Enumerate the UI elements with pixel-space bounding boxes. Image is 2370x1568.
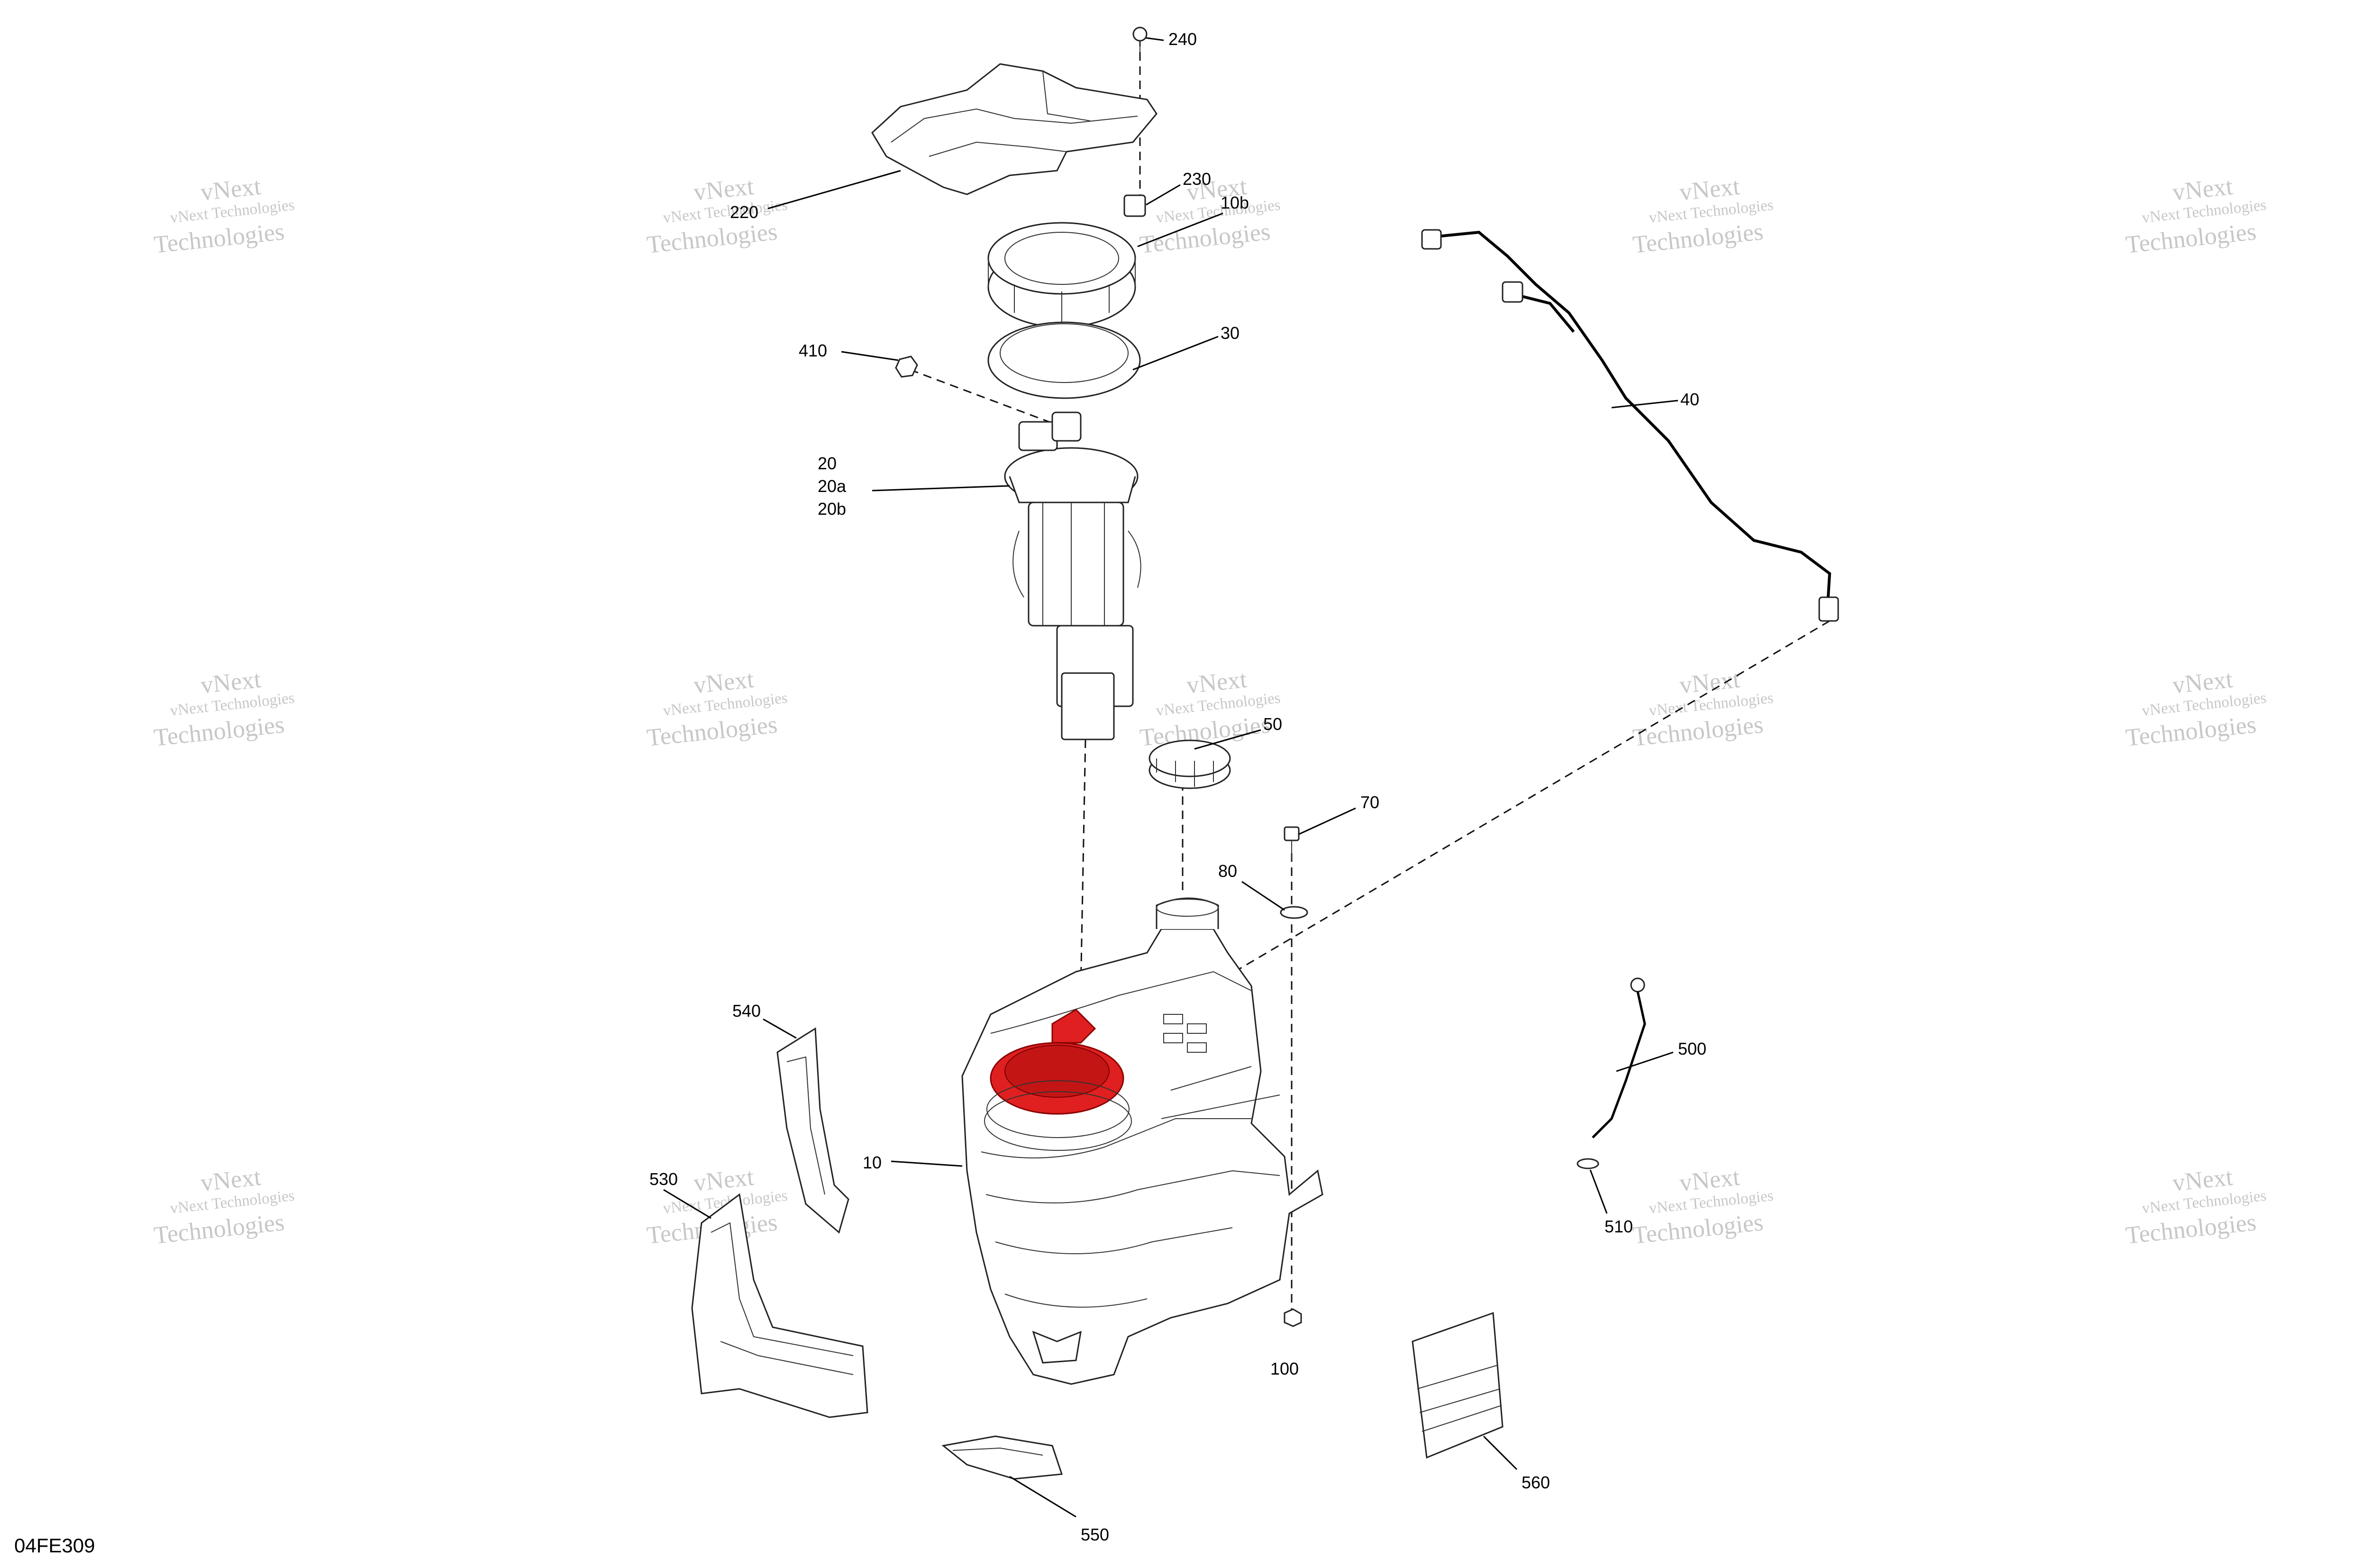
part-20-fuel-pump: [1004, 411, 1141, 740]
callout-70[interactable]: 70: [1360, 793, 1379, 812]
part-80-washer: [1280, 906, 1308, 919]
part-30-gasket: [987, 321, 1141, 399]
watermark: vNext Technologies vNext Technologies: [646, 173, 788, 259]
leader-lines: [663, 37, 1678, 1518]
watermark: vNext Technologies vNext Technologies: [153, 1164, 295, 1249]
diagram-code: 04FE309: [14, 1534, 95, 1557]
callout-240[interactable]: 240: [1168, 29, 1197, 49]
callout-labels: 240 220 230 10b 30 410 20 20a 20b 40 50 …: [649, 29, 1706, 1544]
svg-text:vNext: vNext: [200, 1164, 263, 1197]
svg-text:vNext: vNext: [693, 1164, 756, 1197]
part-10b-lock-ring: [987, 222, 1136, 328]
part-550-shield: [941, 1435, 1063, 1480]
part-500-sensor: [1592, 977, 1646, 1139]
watermark: vNext Technologies vNext Technologies: [1632, 1164, 1774, 1249]
highlighted-lock-ring: [984, 1009, 1132, 1151]
svg-text:vNext: vNext: [1678, 173, 1741, 206]
callout-100[interactable]: 100: [1270, 1359, 1299, 1378]
watermark: vNext Technologies vNext Technologies: [1632, 173, 1774, 259]
part-560-shield: [1412, 1312, 1504, 1459]
svg-text:vNext: vNext: [693, 173, 756, 206]
watermark: vNext Technologies vNext Technologies: [2124, 173, 2267, 259]
svg-text:vNext: vNext: [2171, 1164, 2234, 1197]
callout-530[interactable]: 530: [649, 1169, 678, 1189]
svg-text:vNext: vNext: [1678, 1164, 1741, 1197]
part-70-bolt: [1284, 826, 1300, 860]
part-510-grommet: [1577, 1158, 1599, 1169]
svg-text:vNext: vNext: [1185, 666, 1249, 699]
watermark: vNext Technologies vNext Technologies: [1632, 666, 1774, 752]
callout-10[interactable]: 10: [863, 1153, 882, 1172]
part-50-cap: [1149, 739, 1231, 789]
watermark: vNext Technologies vNext Technologies: [2124, 1164, 2267, 1249]
callout-20[interactable]: 20: [818, 454, 837, 473]
assembly-lines: [910, 38, 1830, 1318]
svg-text:vNext: vNext: [1678, 666, 1741, 699]
part-220-skid-plate: [871, 63, 1158, 195]
svg-text:vNext: vNext: [2171, 666, 2234, 699]
callout-550[interactable]: 550: [1081, 1525, 1109, 1544]
callout-540[interactable]: 540: [732, 1001, 761, 1021]
callout-230[interactable]: 230: [1183, 169, 1211, 189]
part-10-fuel-tank: [961, 897, 1323, 1385]
watermark: vNext Technologies vNext Technologies: [153, 173, 295, 259]
callout-30[interactable]: 30: [1221, 323, 1240, 343]
part-410-nut: [895, 356, 918, 378]
svg-text:vNext: vNext: [693, 666, 756, 699]
callout-510[interactable]: 510: [1604, 1217, 1633, 1236]
watermark: vNext Technologies vNext Technologies: [153, 666, 295, 752]
watermark: vNext Technologies vNext Technologies: [2124, 666, 2267, 752]
callout-20b[interactable]: 20b: [818, 499, 846, 519]
part-40-harness: [1421, 229, 1839, 622]
svg-text:vNext: vNext: [1185, 173, 1249, 206]
part-240-screw: [1132, 27, 1148, 52]
part-530-heat-shield: [691, 1193, 868, 1418]
svg-text:vNext: vNext: [200, 173, 263, 206]
part-540-heat-shield: [776, 1027, 849, 1234]
callout-560[interactable]: 560: [1522, 1473, 1550, 1492]
callout-50[interactable]: 50: [1263, 714, 1282, 734]
callout-410[interactable]: 410: [799, 341, 827, 360]
callout-20a[interactable]: 20a: [818, 476, 847, 496]
svg-text:vNext: vNext: [2171, 173, 2234, 206]
part-230-clip: [1123, 194, 1146, 217]
callout-220[interactable]: 220: [730, 202, 758, 222]
callout-500[interactable]: 500: [1678, 1039, 1706, 1058]
part-100-nut: [1284, 1308, 1302, 1327]
callout-10b[interactable]: 10b: [1221, 193, 1249, 212]
watermark: vNext Technologies vNext Technologies: [1139, 666, 1281, 752]
watermark: vNext Technologies vNext Technologies: [646, 666, 788, 752]
watermarks: vNext Technologies vNext Technologies vN…: [153, 173, 2267, 1249]
callout-80[interactable]: 80: [1218, 861, 1237, 881]
svg-text:vNext: vNext: [200, 666, 263, 699]
callout-40[interactable]: 40: [1680, 390, 1699, 409]
